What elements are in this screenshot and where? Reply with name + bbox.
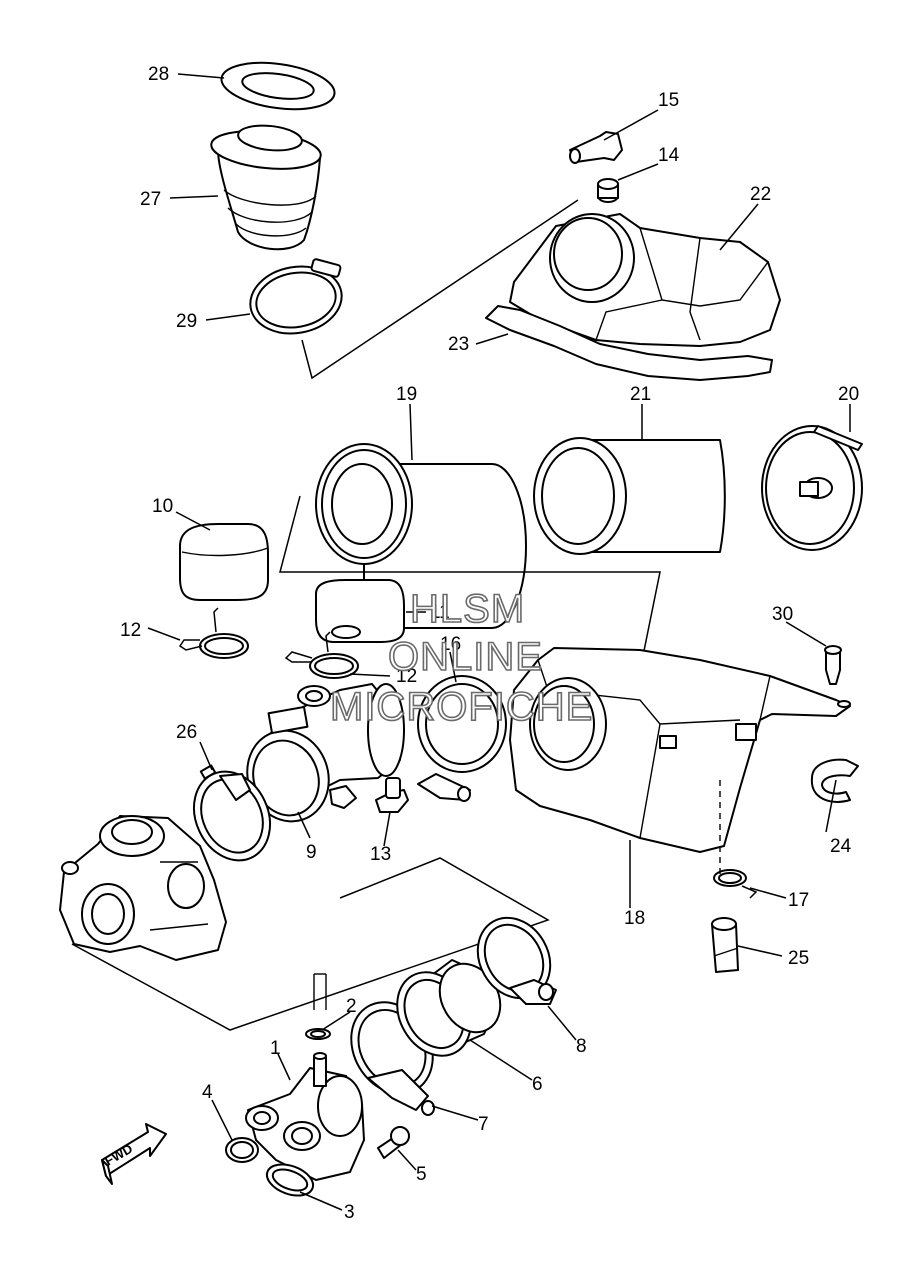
part-21-filter-element[interactable]	[533, 437, 726, 555]
callout-8: 8	[576, 1036, 587, 1057]
part-12-clip-right[interactable]	[284, 631, 359, 679]
leader-lines	[147, 73, 851, 1211]
assembly-bracket-line	[301, 199, 579, 380]
callout-10: 10	[152, 496, 173, 517]
watermark-line-3: MICROFICHE	[330, 685, 593, 729]
part-1-manifold[interactable]	[245, 1052, 365, 1181]
callout-numbers: 28 27 29 15 14 22 23 19 21 20 10 11 12 1…	[120, 64, 859, 1223]
part-25-drain-tube[interactable]	[711, 917, 739, 973]
callout-15: 15	[658, 90, 679, 111]
callout-1: 1	[270, 1038, 281, 1059]
callout-27: 27	[140, 189, 161, 210]
callout-12-right: 12	[396, 666, 417, 687]
part-17-spring-clip[interactable]	[713, 869, 758, 899]
part-16-clamp-band[interactable]	[417, 675, 507, 802]
part-26-hose-clamp[interactable]	[180, 759, 284, 873]
callout-3: 3	[344, 1202, 355, 1223]
part-10-foam-block[interactable]	[179, 523, 269, 601]
fwd-direction-arrow: FWD	[101, 1123, 167, 1185]
assembly-bracket-line	[279, 495, 661, 701]
part-3-gasket[interactable]	[263, 1159, 318, 1202]
callout-29: 29	[176, 311, 197, 332]
part-30-fastener[interactable]	[824, 645, 851, 708]
part-9-joint[interactable]	[235, 683, 405, 833]
callout-18: 18	[624, 908, 645, 929]
part-15-fitting[interactable]	[569, 131, 623, 164]
part-27-intake-duct[interactable]	[209, 123, 322, 251]
callout-17: 17	[788, 890, 809, 911]
part-23-cover-seal[interactable]	[485, 305, 773, 381]
callout-14: 14	[658, 145, 680, 166]
callout-30: 30	[772, 604, 793, 625]
callout-4: 4	[202, 1082, 213, 1103]
part-8-clamp[interactable]	[464, 905, 565, 1012]
part-20-filter-cap[interactable]	[761, 425, 863, 551]
assembly-bracket-line	[71, 857, 550, 1031]
watermark-line-2: ONLINE	[388, 635, 543, 679]
part-11-cap[interactable]	[315, 579, 405, 643]
part-18-airbox[interactable]	[509, 647, 851, 853]
callout-22: 22	[750, 184, 771, 205]
callout-9: 9	[306, 842, 317, 863]
callout-12-left: 12	[120, 620, 141, 641]
callout-20: 20	[838, 384, 859, 405]
callout-13: 13	[370, 844, 391, 865]
watermark-line-1: HLSM	[410, 587, 525, 631]
part-4-o-ring[interactable]	[225, 1137, 259, 1163]
callout-19: 19	[396, 384, 417, 405]
callout-26: 26	[176, 722, 197, 743]
carburetor-assembly[interactable]	[59, 815, 227, 961]
part-6-rubber-joint[interactable]	[383, 953, 513, 1069]
callout-5: 5	[416, 1164, 427, 1185]
callout-6: 6	[532, 1074, 543, 1095]
part-28-gasket[interactable]	[218, 56, 337, 115]
callout-28: 28	[148, 64, 169, 85]
callout-2: 2	[346, 996, 357, 1017]
part-19-element-holder[interactable]	[315, 443, 527, 629]
callout-7: 7	[478, 1114, 489, 1135]
part-5-bolt[interactable]	[377, 1126, 410, 1159]
part-2-clip[interactable]	[305, 1028, 331, 1040]
part-29-hose-clamp[interactable]	[245, 258, 347, 341]
callout-23: 23	[448, 334, 469, 355]
part-13-elbow-fitting[interactable]	[375, 777, 409, 813]
callout-24: 24	[830, 836, 852, 857]
callout-11: 11	[430, 602, 450, 623]
part-24-clip[interactable]	[810, 758, 859, 803]
callout-16: 16	[440, 634, 461, 655]
callout-21: 21	[630, 384, 651, 405]
callout-25: 25	[788, 948, 809, 969]
guide-pipe	[313, 973, 327, 1010]
part-14-grommet[interactable]	[597, 178, 619, 203]
part-12-clip-left[interactable]	[178, 607, 249, 659]
watermark: HLSM ONLINE MICROFICHE	[329, 586, 593, 730]
part-22-airbox-cover[interactable]	[509, 213, 781, 347]
